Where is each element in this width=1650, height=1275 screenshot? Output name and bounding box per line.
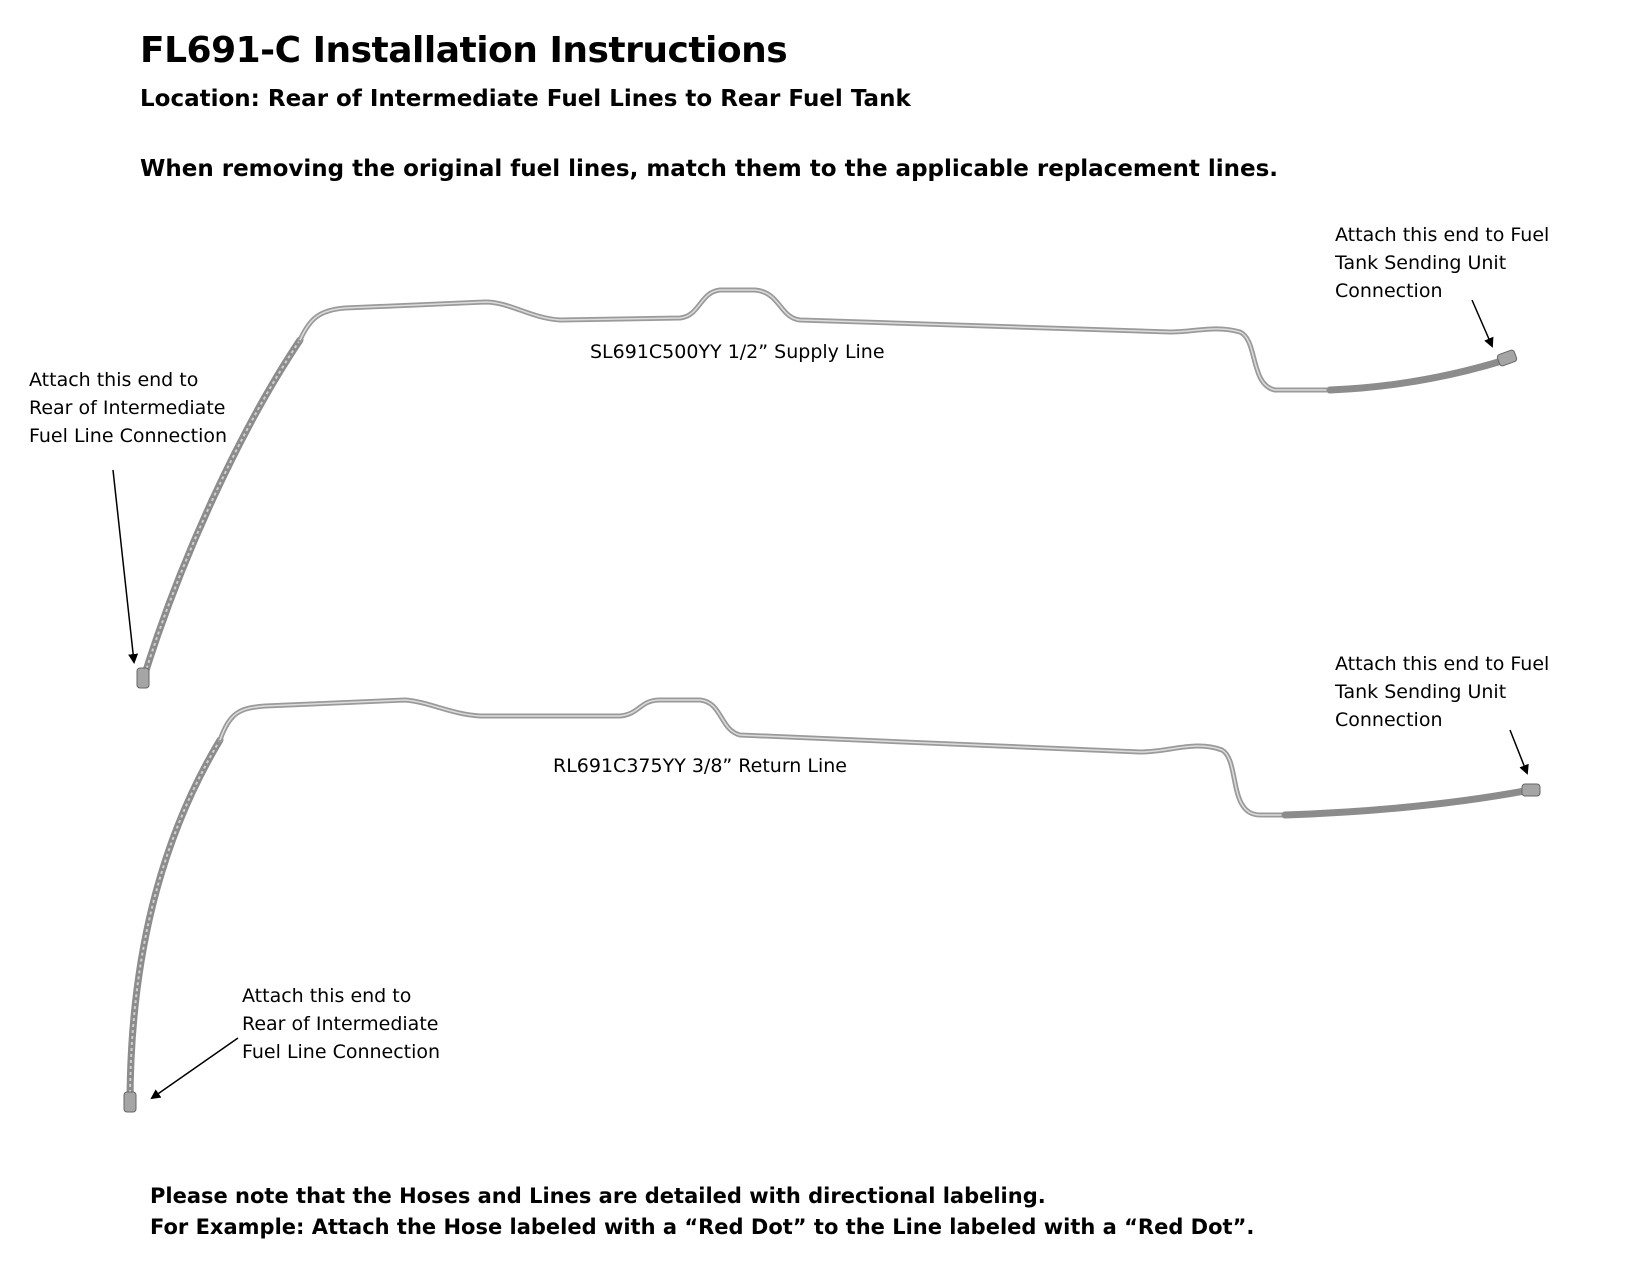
page-title: FL691-C Installation Instructions <box>140 30 788 71</box>
callout-line: Fuel Line Connection <box>242 1041 441 1063</box>
supply-left-arrow <box>112 469 139 664</box>
supply-tube-highlight <box>299 289 1330 391</box>
example-note: For Example: Attach the Hose labeled wit… <box>150 1215 1255 1239</box>
return-left-callout: Attach this end to Rear of Intermediate … <box>242 982 440 1066</box>
callout-line: Attach this end to Fuel <box>1335 653 1550 675</box>
callout-line: Tank Sending Unit <box>1335 681 1507 703</box>
return-left-arrow <box>150 1037 239 1100</box>
instruction-text: When removing the original fuel lines, m… <box>140 156 1279 182</box>
callout-line: Tank Sending Unit <box>1335 252 1507 274</box>
directional-note: Please note that the Hoses and Lines are… <box>150 1184 1046 1208</box>
callout-line: Rear of Intermediate <box>29 397 226 419</box>
supply-right-callout: Attach this end to Fuel Tank Sending Uni… <box>1335 221 1549 305</box>
return-hose-left-highlight <box>129 739 221 1106</box>
return-hose-right <box>1281 786 1534 819</box>
supply-hose-right <box>1326 356 1509 394</box>
location-subtitle: Location: Rear of Intermediate Fuel Line… <box>140 86 911 112</box>
supply-line-label: SL691C500YY 1/2” Supply Line <box>590 341 885 363</box>
return-line-label: RL691C375YY 3/8” Return Line <box>553 755 847 777</box>
return-tube-highlight <box>219 699 1285 816</box>
return-hose-left <box>126 736 224 1109</box>
callout-line: Connection <box>1335 709 1443 731</box>
return-fitting-left <box>123 1091 137 1113</box>
return-right-arrow <box>1509 729 1529 775</box>
return-right-callout: Attach this end to Fuel Tank Sending Uni… <box>1335 650 1549 734</box>
return-fitting-right <box>1521 783 1541 797</box>
supply-fitting-right <box>1496 349 1518 367</box>
supply-line-assembly <box>136 287 1518 689</box>
callout-line: Rear of Intermediate <box>242 1013 439 1035</box>
supply-right-arrow <box>1471 299 1494 348</box>
callout-line: Attach this end to Fuel <box>1335 224 1550 246</box>
supply-fitting-left <box>136 667 150 689</box>
callout-line: Attach this end to <box>242 985 412 1007</box>
supply-left-callout: Attach this end to Rear of Intermediate … <box>29 366 227 450</box>
callout-line: Connection <box>1335 280 1443 302</box>
return-line-assembly <box>123 697 1541 1113</box>
supply-hose-left-highlight <box>142 339 301 681</box>
callout-line: Attach this end to <box>29 369 199 391</box>
callout-line: Fuel Line Connection <box>29 425 228 447</box>
